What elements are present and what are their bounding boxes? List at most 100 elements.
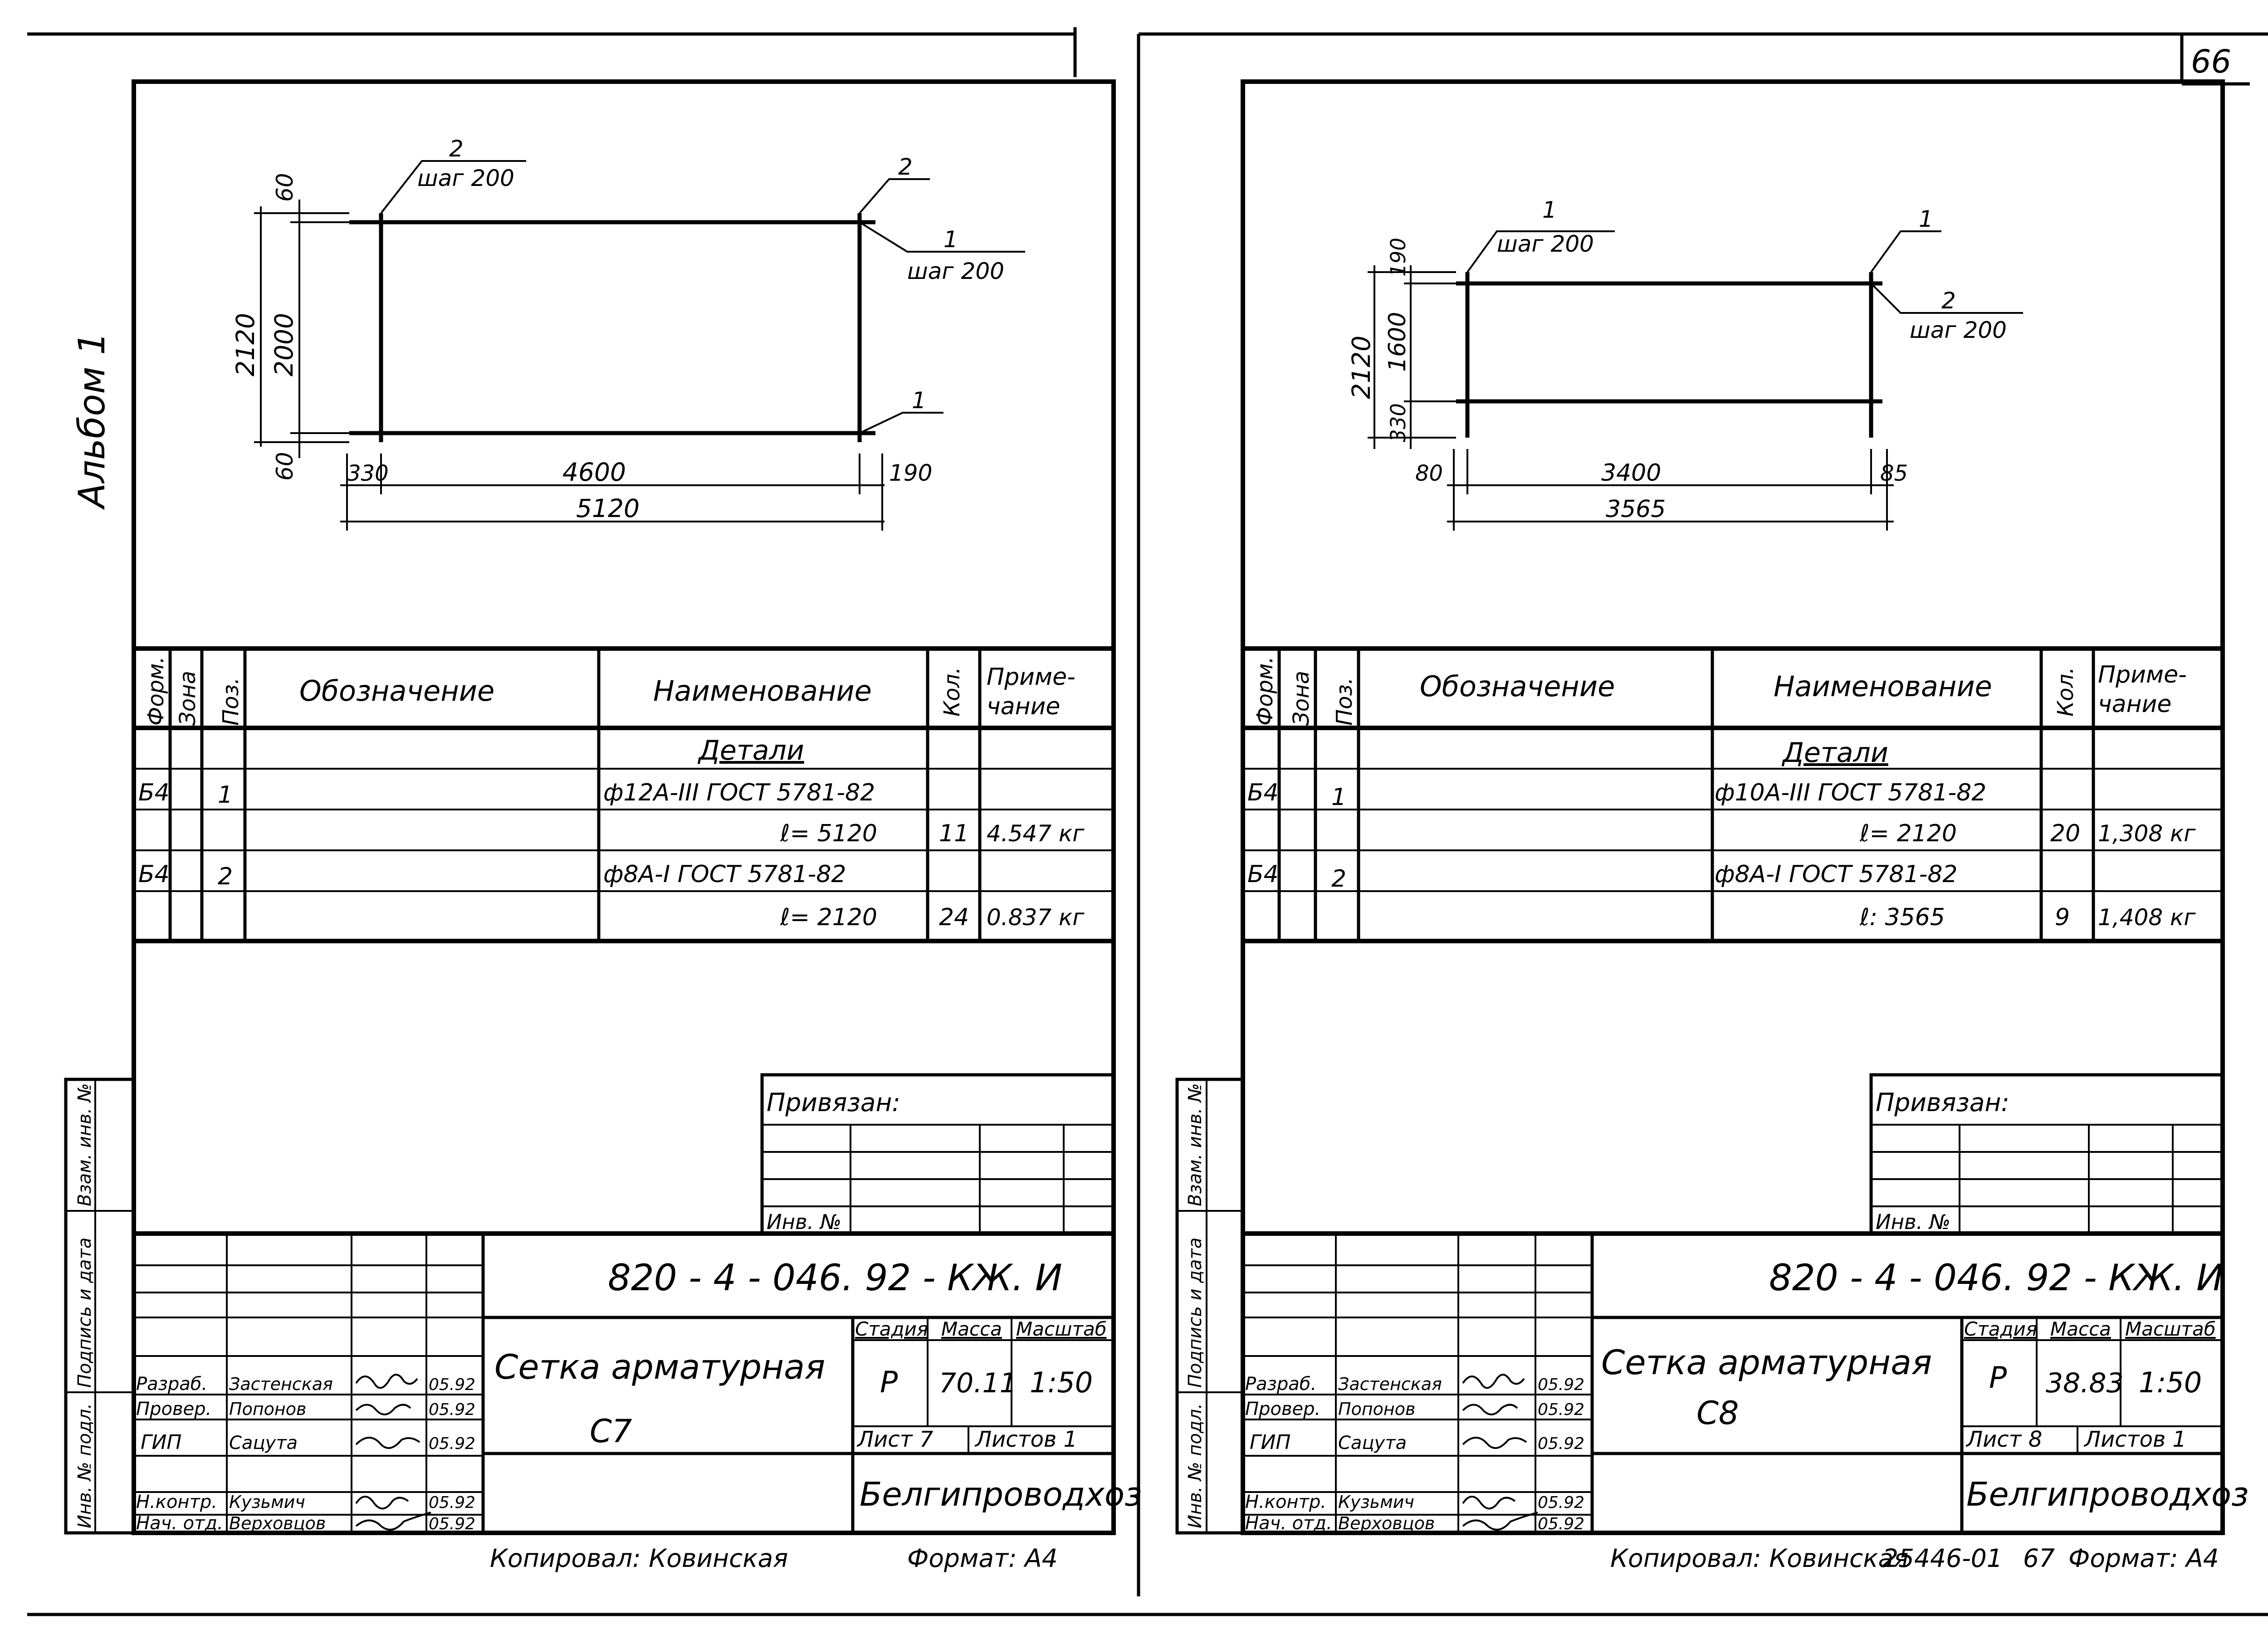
header-note-r-2: чание (2098, 691, 2171, 718)
side-label-replace-inv: Взам. инв. № (74, 1083, 95, 1206)
handwritten-signatures-c8 (1462, 1374, 1538, 1531)
callout-top-right-pos: 2 (898, 154, 913, 180)
row-1-format-r: Б4 (1247, 779, 1279, 806)
side-label-replace-inv-r: Взам. инв. № (1185, 1083, 1206, 1206)
sheets-count: Листов 1 (974, 1427, 1077, 1452)
dim-left-offset-r: 80 (1415, 461, 1443, 486)
sign-date-1: 05.92 (429, 1375, 475, 1394)
sign-name-5: Верховцов (229, 1513, 326, 1533)
header-designation-r: Обозначение (1420, 670, 1615, 703)
format-label-r: Формат: А4 (2068, 1544, 2219, 1573)
copy-page-r: 67 (2023, 1544, 2055, 1573)
callout-bottom-right-pos: 1 (912, 387, 926, 414)
row-3-format: Б4 (138, 861, 170, 888)
sign-date-3-r: 05.92 (1538, 1434, 1584, 1453)
row-1-name: ф12А-III ГОСТ 5781-82 (603, 779, 875, 806)
side-label-inv-original: Инв. № подл. (74, 1403, 95, 1528)
row-2-note: 4.547 кг (987, 820, 1085, 847)
mass-value-r: 38.83 (2046, 1367, 2124, 1399)
sign-role-5-r: Нач. отд. (1245, 1513, 1332, 1534)
row-1-pos-r: 1 (1331, 784, 1346, 811)
row-2-qty-r: 20 (2050, 820, 2080, 847)
page-number: 66 (2191, 43, 2231, 80)
spec-table-c8 (1243, 646, 2223, 943)
sign-role-2-r: Провер. (1245, 1399, 1320, 1419)
row-4-name: ℓ= 2120 (780, 904, 877, 931)
header-zone-r: Зона (1289, 671, 1314, 726)
dim-inner-height: 2000 (269, 313, 298, 376)
dim-total-height-r: 2120 (1347, 336, 1376, 399)
sign-role-1: Разраб. (136, 1374, 207, 1395)
dim-top-offset-r: 190 (1386, 238, 1410, 277)
sign-name-2-r: Попонов (1338, 1399, 1415, 1419)
sign-role-2: Провер. (136, 1399, 211, 1419)
sign-name-3: Сацута (229, 1433, 298, 1454)
doc-code: 820 - 4 - 046. 92 - КЖ. И (608, 1257, 1062, 1299)
sign-date-4: 05.92 (429, 1493, 475, 1512)
header-name: Наименование (653, 674, 872, 707)
header-zone: Зона (175, 671, 200, 726)
mass-value: 70.11 (939, 1367, 1017, 1399)
sheet-mark-r: С8 (1696, 1395, 1739, 1432)
sheets-count-r: Листов 1 (2083, 1427, 2186, 1452)
dim-left-offset: 330 (347, 461, 389, 486)
sign-date-5-r: 05.92 (1538, 1515, 1584, 1533)
sign-role-3: ГИП (141, 1431, 182, 1454)
sheet-number: Лист 7 (856, 1427, 934, 1452)
copied-by: Копировал: Ковинская (490, 1544, 788, 1573)
callout-top-left-pos: 2 (449, 136, 464, 162)
row-4-qty: 24 (939, 904, 969, 931)
scale-label: Масштаб (1016, 1318, 1107, 1340)
sign-role-1-r: Разраб. (1245, 1374, 1316, 1395)
mesh-drawing-c8 (1368, 230, 2023, 531)
sign-date-4-r: 05.92 (1538, 1493, 1584, 1512)
row-4-note-r: 1,408 кг (2098, 904, 2196, 931)
dim-inner-height-r: 1600 (1384, 312, 1411, 372)
callout-right-pos-r: 2 (1941, 288, 1956, 314)
sign-name-2: Попонов (229, 1399, 306, 1419)
sign-role-4-r: Н.контр. (1245, 1492, 1326, 1512)
inv-no-label: Инв. № (767, 1210, 841, 1234)
sign-role-5: Нач. отд. (136, 1513, 223, 1534)
doc-code-r: 820 - 4 - 046. 92 - КЖ. И (1769, 1257, 2224, 1299)
stage-value-r: Р (1989, 1361, 2007, 1395)
row-3-name-r: ф8А-I ГОСТ 5781-82 (1715, 861, 1958, 888)
callout-right-step-r: шаг 200 (1910, 317, 2007, 343)
header-designation: Обозначение (299, 674, 494, 707)
sign-name-4: Кузьмич (229, 1492, 305, 1512)
scale-label-r: Масштаб (2125, 1318, 2216, 1340)
callout-right-step: шаг 200 (907, 258, 1004, 284)
dim-top-offset: 60 (272, 173, 298, 202)
row-3-format-r: Б4 (1247, 861, 1279, 888)
sign-name-3-r: Сацута (1338, 1433, 1407, 1454)
dim-total-width-r: 3565 (1606, 496, 1666, 523)
mass-label: Масса (941, 1318, 1002, 1340)
sign-date-1-r: 05.92 (1538, 1375, 1584, 1394)
album-label: Альбом 1 (71, 332, 113, 510)
header-note-r: Приме- (2098, 661, 2187, 688)
header-pos-r: Поз. (1332, 678, 1357, 726)
privyazan-block-c8 (1869, 1073, 2224, 1235)
privyazan-label-r: Привязан: (1876, 1088, 2009, 1117)
header-note: Приме- (987, 663, 1075, 691)
dim-bottom-offset: 60 (272, 452, 298, 481)
organization-r: Белгипроводхоз (1966, 1475, 2248, 1513)
spec-section: Детали (697, 735, 804, 766)
stage-label: Стадия (855, 1318, 928, 1340)
sheet-number-r: Лист 8 (1965, 1427, 2042, 1452)
header-qty-r: Кол. (2053, 667, 2078, 717)
stage-value: Р (880, 1366, 898, 1400)
row-3-pos: 2 (218, 863, 233, 890)
sign-name-5-r: Верховцов (1338, 1513, 1435, 1533)
mesh-drawing-c7 (254, 160, 1025, 531)
dim-total-height: 2120 (231, 313, 260, 376)
sign-name-1: Застенская (229, 1374, 333, 1394)
callout-top-left-step-r: шаг 200 (1497, 231, 1594, 257)
format-label: Формат: А4 (907, 1544, 1058, 1573)
scale-value: 1:50 (1030, 1366, 1093, 1399)
page-frame (27, 27, 2268, 1616)
dim-right-offset-r: 85 (1880, 461, 1908, 486)
privyazan-label: Привязан: (767, 1088, 900, 1117)
inv-no-label-r: Инв. № (1876, 1210, 1950, 1234)
dim-total-width: 5120 (576, 494, 640, 523)
